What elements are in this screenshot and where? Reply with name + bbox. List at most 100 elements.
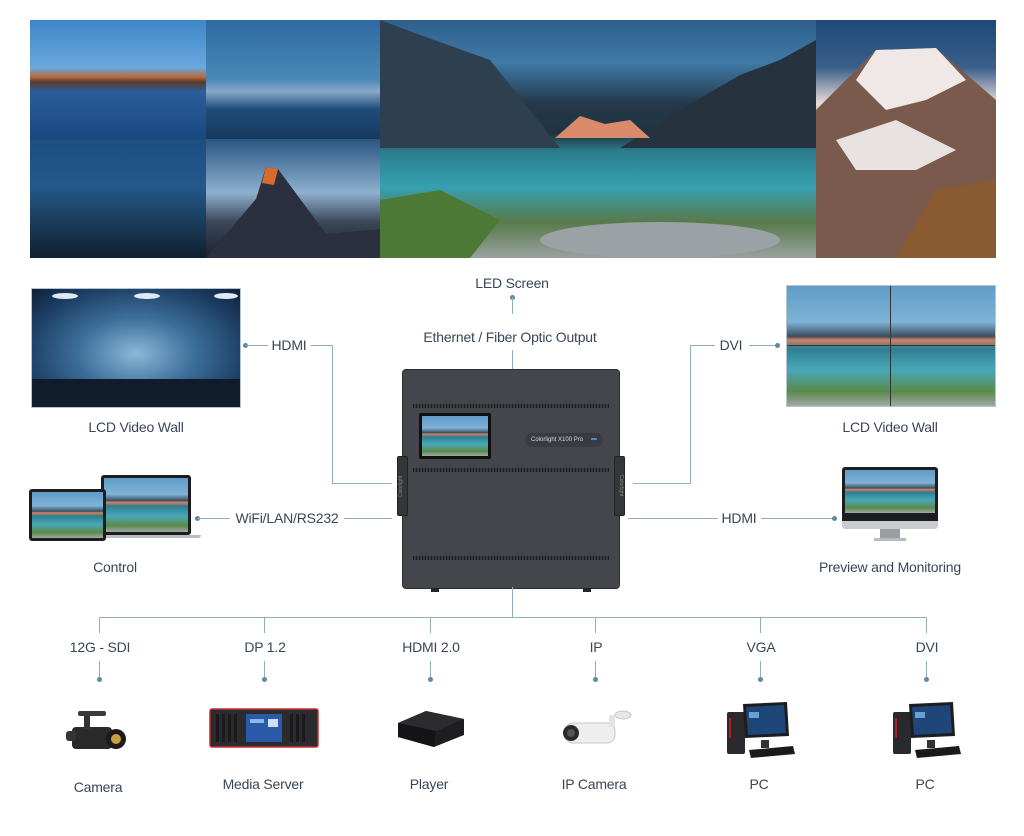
laptop-screen xyxy=(104,478,188,532)
camcorder-icon xyxy=(64,705,134,766)
output-label: Ethernet / Fiber Optic Output xyxy=(423,329,597,345)
lake-mountains-shape xyxy=(380,20,816,258)
right-dvi-line-b xyxy=(690,345,715,346)
right-dvi-line-c xyxy=(690,345,691,484)
left-hdmi-line-a xyxy=(246,345,268,346)
sunset-lake-photo xyxy=(30,20,206,139)
bezel-horizontal xyxy=(787,345,995,346)
input-drop-line xyxy=(595,617,596,633)
vent-bottom xyxy=(413,556,609,560)
input-connector-line xyxy=(99,661,100,678)
input-device-label: Camera xyxy=(73,779,123,795)
left-hdmi-label: HDMI xyxy=(271,337,307,353)
input-connection-label: IP xyxy=(589,639,603,655)
input-drop-line xyxy=(430,617,431,633)
harbor-city-photo xyxy=(206,20,380,139)
input-device-label: Media Server xyxy=(222,776,304,792)
matterhorn-photo xyxy=(206,139,380,258)
input-connector-dot xyxy=(428,677,433,682)
right-rack-handle: Colorlight xyxy=(614,456,625,516)
left-hdmi-line-b xyxy=(311,345,332,346)
input-connector-line xyxy=(430,661,431,678)
media-player-icon xyxy=(390,705,470,756)
device-screen-image xyxy=(422,416,488,456)
left-hdmi-line-d xyxy=(332,483,392,484)
status-led-icon xyxy=(590,438,597,441)
led-screen-label: LED Screen xyxy=(475,275,549,291)
brand-plate: Colorlight X100 Pro xyxy=(525,433,603,447)
input-connector-dot xyxy=(97,677,102,682)
input-device-label: PC xyxy=(915,776,935,792)
right-video-wall-label: LCD Video Wall xyxy=(842,419,938,435)
left-hdmi-line-c xyxy=(332,345,333,483)
mountain-lake-photo xyxy=(380,20,816,258)
input-drop-line xyxy=(264,617,265,633)
left-hdmi-dot xyxy=(243,343,248,348)
input-connector-dot xyxy=(924,677,929,682)
preview-connection-label: HDMI xyxy=(721,510,757,526)
input-connector-dot xyxy=(593,677,598,682)
monitor-screen xyxy=(845,470,935,513)
input-connector-line xyxy=(926,661,927,678)
input-connection-label: HDMI 2.0 xyxy=(402,639,460,655)
foot-left xyxy=(431,588,439,592)
input-drop-line xyxy=(926,617,927,633)
monitor-base xyxy=(874,538,906,541)
ip-camera-icon xyxy=(555,705,635,760)
control-label: Control xyxy=(93,559,137,575)
input-bus-horizontal xyxy=(99,617,926,618)
right-dvi-dot xyxy=(775,343,780,348)
preview-line-a xyxy=(628,518,718,519)
control-connection-label: WiFi/LAN/RS232 xyxy=(235,510,339,526)
laptop-base xyxy=(97,535,201,538)
desktop-pc-icon xyxy=(889,700,963,767)
input-connector-dot xyxy=(758,677,763,682)
audience-silhouette xyxy=(32,379,240,407)
curved-video-wall xyxy=(31,288,241,408)
tiled-video-wall xyxy=(786,285,996,407)
ceiling-light xyxy=(134,293,160,299)
input-drop-line xyxy=(760,617,761,633)
input-device-label: Player xyxy=(409,776,449,792)
right-dvi-line-a xyxy=(749,345,775,346)
input-drop-line xyxy=(99,617,100,633)
input-connector-line xyxy=(595,661,596,678)
input-connection-label: DP 1.2 xyxy=(244,639,286,655)
input-connection-label: VGA xyxy=(746,639,776,655)
matterhorn-shape xyxy=(206,167,380,258)
input-connector-dot xyxy=(262,677,267,682)
snow-peak-photo xyxy=(816,20,996,258)
lighthouse-photo xyxy=(30,139,206,258)
preview-monitor xyxy=(842,467,938,529)
input-bus-trunk xyxy=(512,587,513,618)
brand-plate-text: Colorlight X100 Pro xyxy=(531,437,584,443)
snow-peak-shape xyxy=(816,48,996,258)
foot-right xyxy=(583,588,591,592)
right-dvi-label: DVI xyxy=(719,337,743,353)
video-processor-device: Colorlight X100 Pro Colorlight Colorligh… xyxy=(397,369,625,592)
handle-brand-left: Colorlight xyxy=(398,475,404,497)
ceiling-light xyxy=(52,293,78,299)
led-screen-connector-line xyxy=(512,297,513,314)
vent-middle xyxy=(413,468,609,472)
right-dvi-line-d xyxy=(633,483,691,484)
desktop-pc-icon xyxy=(723,700,797,767)
input-connector-line xyxy=(760,661,761,678)
output-connector-line xyxy=(512,350,513,370)
monitor-stand xyxy=(880,529,900,538)
left-video-wall-label: LCD Video Wall xyxy=(88,419,184,435)
left-rack-handle: Colorlight xyxy=(397,456,408,516)
preview-line-b xyxy=(761,518,833,519)
control-laptop xyxy=(101,475,191,535)
media-server-icon xyxy=(208,705,320,756)
preview-label: Preview and Monitoring xyxy=(819,559,961,575)
input-connection-label: 12G - SDI xyxy=(69,639,131,655)
input-device-label: PC xyxy=(749,776,769,792)
handle-brand-right: Colorlight xyxy=(618,475,624,497)
tablet-screen xyxy=(32,492,103,538)
control-dot xyxy=(195,516,200,521)
control-tablet xyxy=(29,489,106,541)
ceiling-light xyxy=(214,293,238,299)
bezel-vertical xyxy=(890,286,891,406)
input-connection-label: DVI xyxy=(915,639,939,655)
